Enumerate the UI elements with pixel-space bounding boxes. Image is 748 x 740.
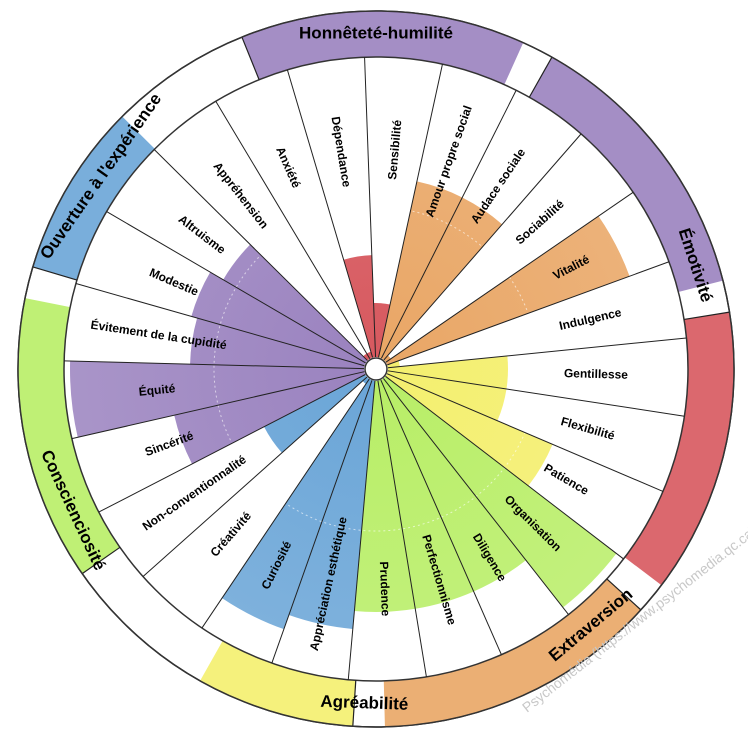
facet-wedge-dependance xyxy=(343,255,376,358)
facet-wedge-modestie xyxy=(191,272,366,366)
facet-divider xyxy=(383,133,582,361)
facet-wedge-sensibilite xyxy=(373,303,391,358)
facet-wedge-equite xyxy=(70,360,365,438)
facet-wedge-indulgence xyxy=(387,360,400,368)
facet-divider xyxy=(201,378,370,629)
facet-divider xyxy=(387,370,685,417)
facet-divider xyxy=(387,337,687,369)
grid-ring-0 xyxy=(213,206,539,532)
facet-wedge-appreciation-esthetique xyxy=(288,380,375,629)
facet-label-sensibilite: Sensibilité xyxy=(385,119,404,180)
facet-divider xyxy=(142,376,368,577)
facet-divider xyxy=(75,283,365,367)
facet-label-gentillesse: Gentillesse xyxy=(564,366,629,382)
domain-ring-segment-emotivite xyxy=(624,312,734,586)
facet-divider xyxy=(387,261,670,366)
domain-outer-ring xyxy=(17,10,735,728)
facet-divider xyxy=(386,373,664,492)
facet-wedge-organisation xyxy=(383,376,617,608)
facet-wedge-creativite xyxy=(362,376,370,384)
facet-divider xyxy=(378,64,443,358)
facet-wedge-sociabilite xyxy=(383,355,391,363)
facet-divider xyxy=(215,101,371,359)
facet-divider xyxy=(383,378,569,615)
facet-wedge-flexibilite xyxy=(387,370,507,421)
facet-wedge-evitement-de-la-cupidite xyxy=(190,318,365,369)
facet-wedge-gentillesse xyxy=(387,355,508,389)
facet-divider xyxy=(377,380,427,677)
facet-wedge-diligence xyxy=(380,378,526,592)
facet-divider xyxy=(347,380,376,680)
facet-wedge-non-conventionnalite xyxy=(264,374,368,453)
facet-outer-ring xyxy=(63,56,689,682)
domain-ring-segment-ouverture-a-l-experience xyxy=(32,116,155,281)
facet-wedge-vitalite xyxy=(385,216,630,365)
domain-divider xyxy=(32,266,78,281)
facet-wedge-amour-propre-social xyxy=(378,181,463,359)
domain-ring-segment-extraversion xyxy=(383,578,641,727)
domain-divider xyxy=(241,36,260,80)
facet-wedge-altruisme xyxy=(223,244,368,363)
facet-wedge-sincerite xyxy=(174,371,366,464)
facet-divider xyxy=(64,360,365,370)
facet-divider xyxy=(380,379,502,655)
grid-lines xyxy=(17,10,735,728)
domain-label-agreabilite: Agréabilité xyxy=(320,692,408,714)
facet-divider xyxy=(98,374,366,513)
facet-divider xyxy=(71,371,365,440)
facet-divider xyxy=(385,375,624,560)
facet-wedge-perfectionnisme xyxy=(377,379,474,609)
facet-label-prudence: Prudence xyxy=(377,561,393,616)
domain-ring-segment-honnetete-humilite xyxy=(529,57,723,293)
facet-label-equite: Équité xyxy=(138,380,176,399)
facet-wedge-prudence xyxy=(354,380,416,612)
domain-divider xyxy=(81,546,121,575)
facet-wedge-patience xyxy=(385,373,553,486)
domain-divider xyxy=(352,680,357,727)
facet-wedge-apprehension xyxy=(363,353,370,361)
center-hub xyxy=(364,357,388,381)
facet-divider xyxy=(286,69,374,358)
domain-divider xyxy=(683,311,730,321)
facet-divider xyxy=(106,211,366,364)
facet-divider xyxy=(271,380,373,664)
domain-ring-segment-agreabilite xyxy=(200,640,356,727)
facet-wedge-curiosite xyxy=(222,378,372,630)
domain-label-honnetete-humilite: Honnêteté-humilité xyxy=(299,23,453,42)
domain-divider xyxy=(606,578,642,611)
facet-divider xyxy=(153,149,368,361)
domain-divider xyxy=(528,56,553,98)
facet-divider xyxy=(380,90,517,359)
facet-divider xyxy=(364,57,377,358)
facet-divider xyxy=(385,191,634,363)
